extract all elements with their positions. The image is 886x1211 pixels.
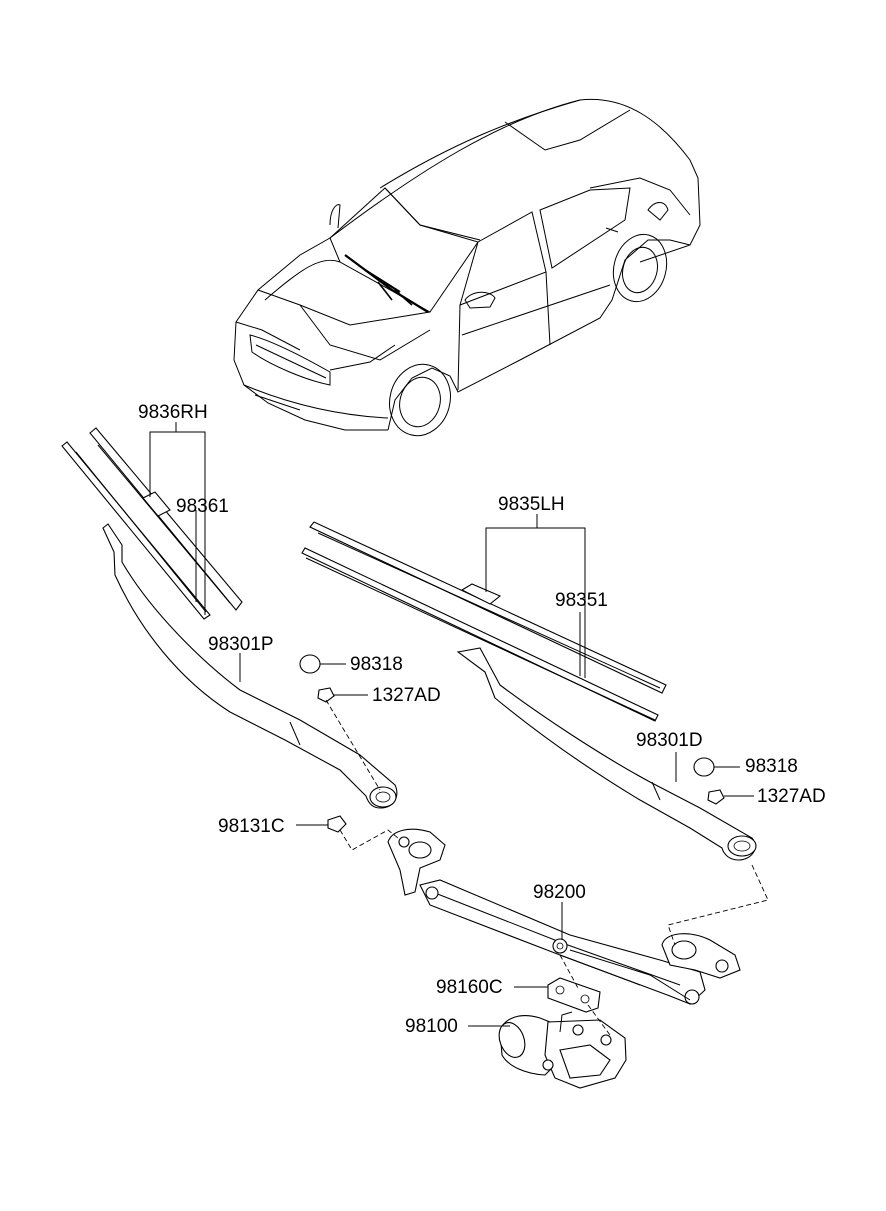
cap-right (693, 757, 715, 777)
fasteners (299, 654, 725, 833)
label-98318-right: 98318 (745, 756, 798, 777)
nut-right (707, 789, 725, 805)
leader-lines (149, 422, 754, 1027)
cap-left (299, 654, 321, 674)
label-98301p: 98301P (208, 634, 274, 655)
label-98361: 98361 (176, 496, 229, 517)
label-98318-left: 98318 (350, 654, 403, 675)
label-98351: 98351 (555, 590, 608, 611)
lh-wiper-blade (301, 521, 667, 722)
label-98200: 98200 (533, 882, 586, 903)
label-98100: 98100 (405, 1016, 458, 1037)
label-98301d: 98301D (636, 730, 703, 751)
nut-left (317, 687, 335, 703)
driver-wiper-arm (456, 647, 757, 861)
label-98160c: 98160C (436, 977, 503, 998)
wiper-linkage (387, 828, 741, 1005)
passenger-wiper-arm (102, 523, 398, 809)
wiper-motor (498, 1011, 627, 1089)
crank-arm (547, 977, 601, 1013)
assembly-dash-lines (325, 699, 769, 1036)
pivot-nut (327, 815, 347, 833)
label-1327ad-right: 1327AD (757, 786, 826, 807)
rh-wiper-blade (61, 427, 243, 620)
label-1327ad-left: 1327AD (372, 685, 441, 706)
label-9836rh: 9836RH (138, 402, 208, 423)
label-98131c: 98131C (218, 816, 285, 837)
label-9835lh: 9835LH (498, 494, 565, 515)
car-illustration (233, 98, 701, 437)
